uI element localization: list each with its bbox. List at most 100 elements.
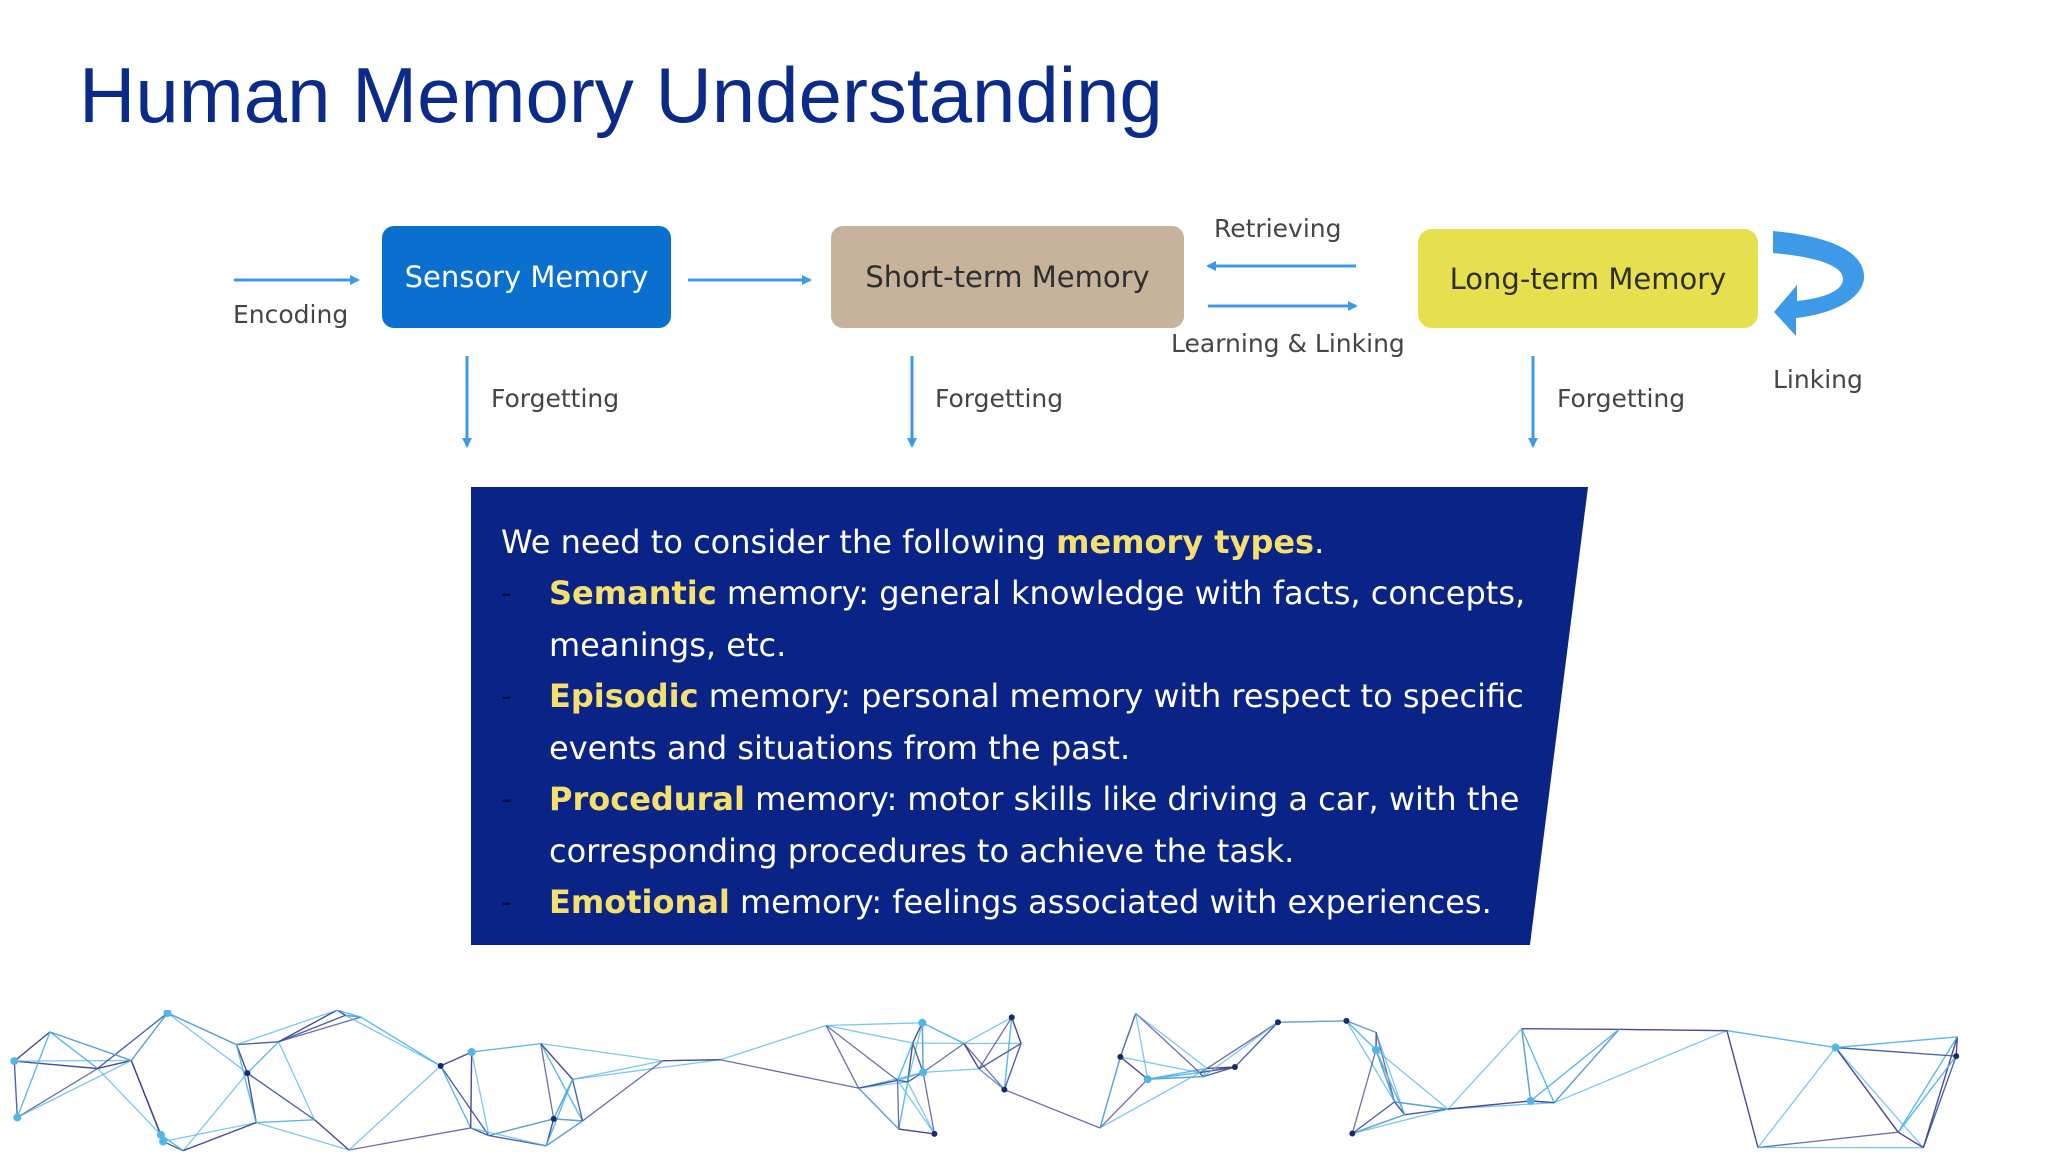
forgetting-label-short: Forgetting [935,384,1064,413]
network-line [1726,1030,1836,1049]
network-line [1448,1100,1531,1110]
network-node [467,1048,476,1057]
network-line [16,1067,98,1118]
network-node [13,1113,22,1122]
network-line [1199,1072,1204,1078]
memory-type-episodic: -Episodic memory: personal memory with r… [501,671,1539,774]
network-line [1447,1028,1523,1110]
short-term-memory-box: Short-term Memory [831,226,1184,328]
network-line [1011,1017,1022,1044]
bullet-dash: - [501,679,512,714]
network-line [540,1043,584,1122]
network-line [360,1016,441,1067]
network-line [858,1079,898,1089]
network-line [246,1072,315,1121]
network-line [1375,1032,1406,1115]
encoding-label: Encoding [233,300,349,329]
network-line [162,1121,257,1143]
memory-type-description: memory: motor skills like driving a car,… [549,780,1520,870]
network-line [1352,1114,1405,1135]
network-line [49,1031,132,1062]
network-line [963,1043,980,1070]
memory-type-description: memory: personal memory with respect to … [549,677,1524,767]
network-line [978,1017,1013,1070]
network-line [1394,1101,1449,1110]
memory-types-list: -Semantic memory: general knowledge with… [501,568,1588,929]
intro-highlight: memory types [1056,523,1315,561]
network-line [978,1068,1005,1091]
network-line [470,1052,473,1128]
forgetting-label-sensory: Forgetting [491,384,620,413]
network-line [236,1010,338,1046]
network-node [1008,1014,1015,1021]
network-line [896,1042,914,1081]
network-line [440,1065,472,1129]
network-line [1003,1043,1022,1090]
network-line [278,1014,346,1043]
network-line [1202,1068,1208,1077]
network-line [571,1079,584,1122]
network-line [278,1010,338,1043]
sensory-memory-box: Sensory Memory [382,226,671,328]
network-line [1206,1021,1279,1069]
network-node [1143,1075,1152,1084]
network-line [1202,1021,1279,1078]
network-node [1953,1053,1960,1060]
network-line [923,1068,980,1074]
memory-type-description: memory: feelings associated with experie… [729,883,1492,921]
network-node [931,1130,938,1137]
network-line [348,1065,442,1151]
network-line [1099,1072,1200,1129]
network-node [1274,1019,1281,1026]
network-node [437,1062,444,1069]
network-line [130,1060,162,1136]
network-line [858,1087,900,1130]
network-line [1619,1028,1727,1032]
network-line [1147,1071,1200,1080]
bullet-dash: - [501,782,512,817]
network-line [572,1060,663,1080]
forgetting-label-long: Forgetting [1557,384,1686,413]
learning-linking-label: Learning & Linking [1171,329,1405,358]
network-line [1351,1049,1377,1134]
network-line [1835,1047,1899,1133]
network-line [1135,1012,1201,1074]
network-node [1117,1053,1124,1060]
network-line [1553,1030,1728,1104]
network-line [1922,1055,1957,1148]
network-node [10,1057,19,1066]
network-line [922,1022,965,1045]
network-line [17,1059,132,1118]
network-line [896,1080,900,1130]
network-line [1394,1101,1406,1116]
network-line [488,1118,554,1137]
network-line [1375,1049,1406,1115]
network-pattern-decoration [10,1010,1960,1152]
network-line [1120,1056,1200,1074]
network-line [1345,1020,1396,1103]
network-line [471,1042,541,1053]
network-line [898,1081,909,1130]
network-line [553,1118,583,1122]
network-line [826,1022,923,1027]
network-line [97,1012,168,1070]
network-line [182,1122,257,1152]
network-line [898,1128,935,1135]
network-line [922,1072,936,1134]
network-line [236,1041,279,1046]
network-line [907,1081,935,1135]
memory-types-panel: We need to consider the following memory… [471,487,1588,945]
network-line [1375,1049,1396,1103]
memory-type-emotional: -Emotional memory: feelings associated w… [501,877,1539,929]
memory-type-semantic: -Semantic memory: general knowledge with… [501,568,1539,671]
network-line [825,1025,860,1089]
network-line [1835,1036,1958,1049]
network-line [545,1120,583,1147]
network-line [277,1041,316,1121]
network-line [167,1012,248,1074]
network-line [14,1060,98,1070]
network-line [1147,1075,1204,1080]
network-line [963,1016,1013,1045]
network-line [314,1119,350,1151]
retrieving-label: Retrieving [1214,214,1342,243]
